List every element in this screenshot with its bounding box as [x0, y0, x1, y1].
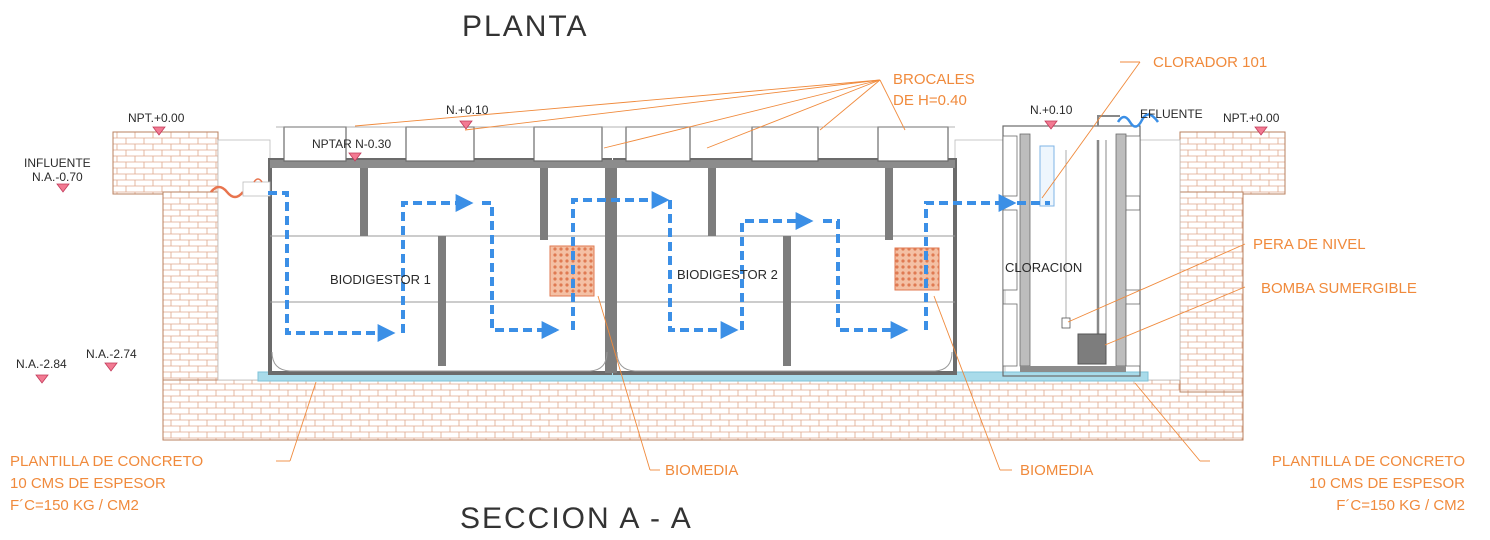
level-na-284: N.A.-2.84 [16, 357, 67, 371]
label-cloracion: CLORACION [1005, 260, 1082, 275]
level-na-070: N.A.-0.70 [32, 170, 83, 184]
label-biodigestor-1: BIODIGESTOR 1 [330, 272, 431, 287]
callout-biomedia-2: BIOMEDIA [1020, 462, 1093, 479]
level-na-274: N.A.-2.74 [86, 347, 137, 361]
level-npt-left: NPT.+0.00 [128, 111, 185, 125]
callout-clorador: CLORADOR 101 [1153, 54, 1267, 71]
leader-lines [276, 61, 1246, 471]
callout-plantilla-left-3: F´C=150 KG / CM2 [10, 497, 139, 514]
brocales [276, 126, 955, 162]
callout-brocales: BROCALES [893, 71, 975, 88]
effluent-pipe [1116, 113, 1160, 128]
biodigester-tanks [268, 158, 957, 375]
callout-plantilla-right-2: 10 CMS DE ESPESOR [1309, 475, 1465, 492]
callout-plantilla-left-2: 10 CMS DE ESPESOR [10, 475, 166, 492]
plan-title: PLANTA [462, 10, 588, 43]
callout-plantilla-right-3: F´C=150 KG / CM2 [1336, 497, 1465, 514]
biomedia-2 [894, 247, 940, 291]
section-title: SECCION A - A [460, 502, 693, 535]
label-biodigestor-2: BIODIGESTOR 2 [677, 267, 778, 282]
callout-plantilla-left-1: PLANTILLA DE CONCRETO [10, 453, 203, 470]
label-influente: INFLUENTE [24, 156, 91, 170]
label-efluente: EFLUENTE [1140, 107, 1203, 121]
level-nptar: NPTAR N-0.30 [312, 137, 391, 151]
callout-biomedia-1: BIOMEDIA [665, 462, 738, 479]
flow-path [268, 191, 1050, 342]
influent-pipe [210, 178, 271, 199]
level-npt-right: NPT.+0.00 [1223, 111, 1280, 125]
callout-pera-de-nivel: PERA DE NIVEL [1253, 236, 1366, 253]
level-n-010-left: N.+0.10 [446, 103, 489, 117]
level-markers [35, 120, 1268, 384]
chlorination-chamber [1002, 115, 1141, 377]
callout-plantilla-right-1: PLANTILLA DE CONCRETO [1272, 453, 1465, 470]
callout-bomba-sumergible: BOMBA SUMERGIBLE [1261, 280, 1417, 297]
callout-brocales-h: DE H=0.40 [893, 92, 967, 109]
level-n-010-right: N.+0.10 [1030, 103, 1073, 117]
